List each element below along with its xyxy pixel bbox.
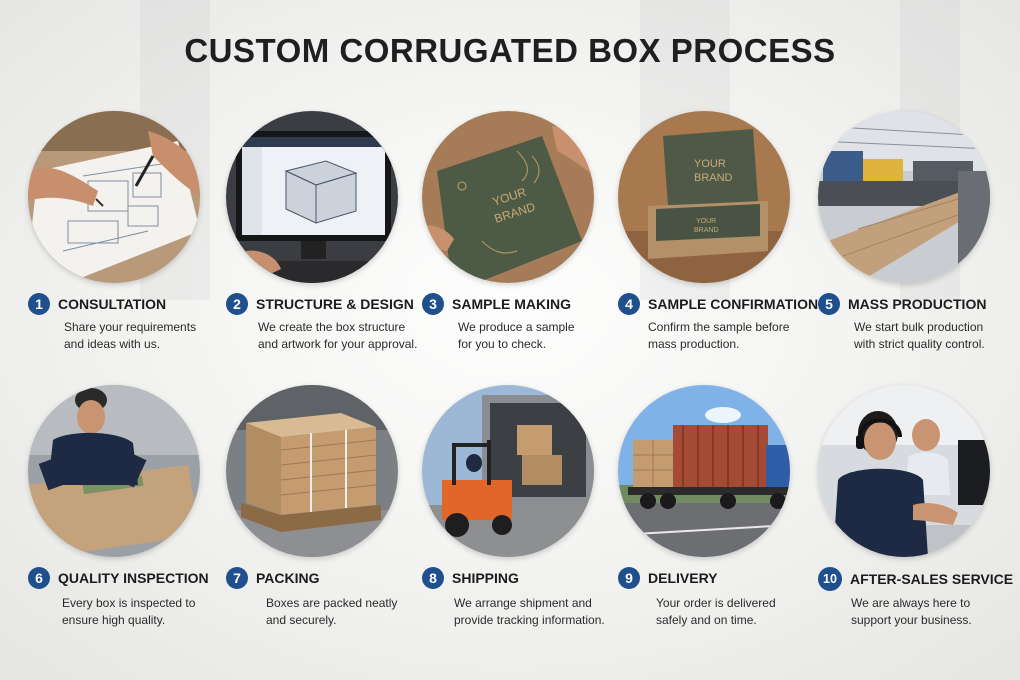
sample-board-icon: YOUR BRAND — [422, 111, 594, 283]
step-number-badge: 3 — [422, 293, 444, 315]
step-title: AFTER-SALES SERVICE — [850, 571, 1014, 587]
step-description: We are always here to support your busin… — [851, 596, 972, 627]
step-header: 6 QUALITY INSPECTION — [28, 567, 209, 589]
step-title: SAMPLE CONFIRMATION — [648, 296, 819, 312]
brand-text: YOUR — [694, 158, 726, 170]
step-title: PACKING — [256, 570, 320, 586]
step-header: 3 SAMPLE MAKING — [422, 293, 571, 315]
page-title: CUSTOM CORRUGATED BOX PROCESS — [184, 32, 836, 69]
step-number-badge: 2 — [226, 293, 248, 315]
step-description: We create the box structure and artwork … — [258, 320, 418, 351]
monitor-3d-box-icon — [226, 111, 398, 283]
step-number-badge: 9 — [618, 567, 640, 589]
headset-support-icon — [818, 385, 990, 557]
step-header: 9 DELIVERY — [618, 567, 718, 589]
step-number-badge: 7 — [226, 567, 248, 589]
step-description: Share your requirements and ideas with u… — [64, 320, 197, 351]
step-header: 8 SHIPPING — [422, 567, 519, 589]
step-number-badge: 8 — [422, 567, 444, 589]
step-title: SHIPPING — [452, 570, 519, 586]
step-sample-making: YOUR BRAND 3 SAMPLE MAKING We produce a … — [422, 111, 618, 361]
step-description: Every box is inspected to ensure high qu… — [62, 596, 196, 627]
open-box-icon: YOUR BRAND YOUR BRAND — [618, 111, 790, 283]
step-title: QUALITY INSPECTION — [58, 570, 209, 586]
step-description: Confirm the sample before mass productio… — [648, 320, 790, 351]
step-title: SAMPLE MAKING — [452, 296, 571, 312]
step-description: Your order is delivered safely and on ti… — [656, 596, 776, 627]
step-title: STRUCTURE & DESIGN — [256, 296, 414, 312]
brand-text: BRAND — [694, 227, 719, 234]
step-number-badge: 10 — [818, 567, 842, 591]
step-header: 10 AFTER-SALES SERVICE — [818, 567, 1013, 591]
step-header: 5 MASS PRODUCTION — [818, 293, 986, 315]
step-title: MASS PRODUCTION — [848, 296, 987, 312]
step-header: 2 STRUCTURE & DESIGN — [226, 293, 414, 315]
step-number-badge: 5 — [818, 293, 840, 315]
step-shipping: 8 SHIPPING We arrange shipment and provi… — [422, 385, 618, 635]
inspector-icon — [28, 385, 200, 557]
factory-line-icon — [818, 111, 990, 283]
step-description: We arrange shipment and provide tracking… — [454, 596, 605, 627]
step-number-badge: 6 — [28, 567, 50, 589]
step-description: We start bulk production with strict qua… — [854, 320, 985, 351]
step-number-badge: 4 — [618, 293, 640, 315]
step-title: CONSULTATION — [58, 296, 167, 312]
brand-text: YOUR — [696, 218, 716, 225]
step-title: DELIVERY — [648, 570, 718, 586]
truck-icon — [618, 385, 790, 557]
forklift-container-icon — [422, 385, 594, 557]
step-delivery: 9 DELIVERY Your order is delivered safel… — [618, 385, 814, 635]
pallet-icon — [226, 385, 398, 557]
step-after-sales-service: 10 AFTER-SALES SERVICE We are always her… — [818, 385, 1014, 635]
step-header: 4 SAMPLE CONFIRMATION — [618, 293, 818, 315]
step-consultation: 1 CONSULTATION Share your requirements a… — [28, 111, 224, 361]
step-description: We produce a sample for you to check. — [458, 320, 575, 351]
brand-text: BRAND — [694, 172, 733, 184]
step-header: 7 PACKING — [226, 567, 320, 589]
step-sample-confirmation: YOUR BRAND YOUR BRAND 4 SAMPLE CONFIRMAT… — [618, 111, 818, 361]
step-description: Boxes are packed neatly and securely. — [266, 596, 398, 627]
step-structure-design: 2 STRUCTURE & DESIGN We create the box s… — [226, 111, 422, 361]
step-quality-inspection: 6 QUALITY INSPECTION Every box is inspec… — [28, 385, 224, 635]
step-mass-production: 5 MASS PRODUCTION We start bulk producti… — [818, 111, 1014, 361]
step-number-badge: 1 — [28, 293, 50, 315]
sketch-drawing-icon — [28, 111, 200, 283]
step-header: 1 CONSULTATION — [28, 293, 166, 315]
step-packing: 7 PACKING Boxes are packed neatly and se… — [226, 385, 422, 635]
